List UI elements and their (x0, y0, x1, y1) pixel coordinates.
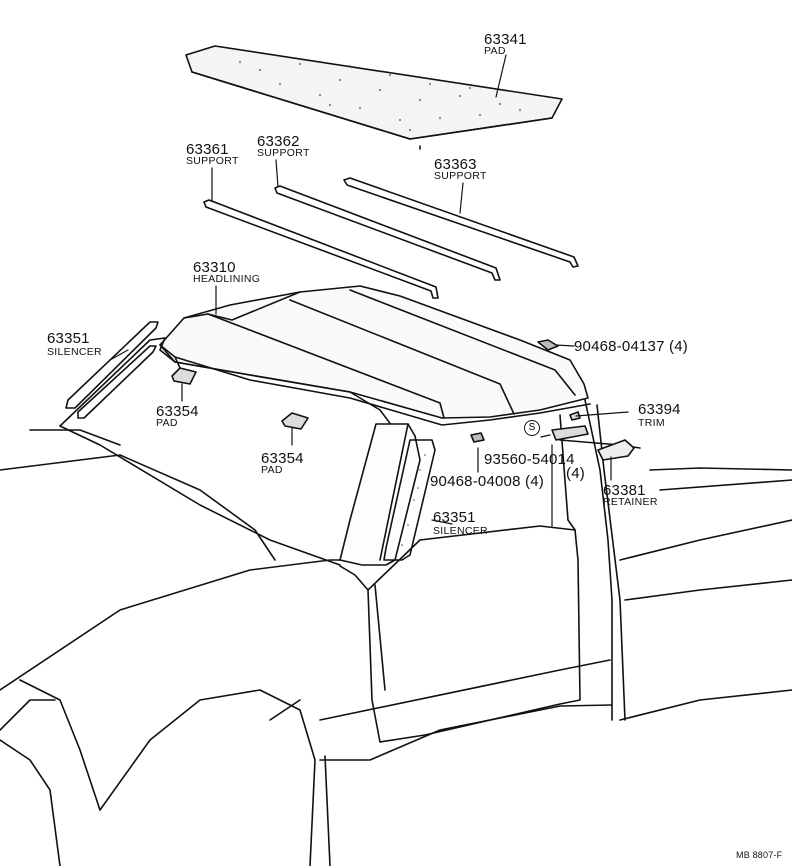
part-number-63310: 63310 (193, 259, 236, 276)
part-number-63351: 63351 (47, 330, 90, 347)
support-rails-drawing (203, 177, 579, 299)
standard-part-symbol: S (524, 420, 540, 436)
part-number-63354: 63354 (261, 450, 304, 467)
quantity-text: (4) (525, 473, 544, 490)
part-number-63361: 63361 (186, 141, 229, 158)
part-name-trim: TRIM (638, 417, 665, 429)
part-name-support: SUPPORT (186, 155, 239, 167)
quantity-text: (4) (669, 338, 688, 355)
pillar-silencer-drawing (339, 423, 436, 566)
part-name-support: SUPPORT (257, 147, 310, 159)
part-number-63351: 63351 (433, 509, 476, 526)
part-number-63394: 63394 (638, 401, 681, 418)
part-number-63381: 63381 (603, 482, 646, 499)
part-name-support: SUPPORT (434, 170, 487, 182)
part-number-text: 90468-04008 (430, 473, 521, 490)
fasteners-drawing (470, 339, 635, 461)
part-number-63354: 63354 (156, 403, 199, 420)
part-name-headlining: HEADLINING (193, 273, 261, 285)
cab-body-drawing (0, 337, 792, 866)
roof-pad-drawing (185, 45, 563, 150)
part-number-90468-04137: 90468-04137 (4) (574, 339, 688, 354)
headlining-drawing (159, 285, 591, 426)
part-name-retainer: RETAINER (603, 496, 658, 508)
part-name-silencer: SILENCER (47, 346, 102, 358)
part-number-90468-04008: 90468-04008 (4) (430, 474, 544, 489)
part-name-silencer: SILENCER (433, 525, 488, 537)
part-number-text: 90468-04137 (574, 338, 665, 355)
part-number-63341: 63341 (484, 31, 527, 48)
sun-pads-drawing (171, 367, 309, 430)
part-number-93560-54014: 93560-54014 (484, 451, 575, 468)
part-name-pad: PAD (261, 464, 283, 476)
part-name-pad: PAD (484, 45, 506, 57)
left-silencer-drawing (65, 321, 159, 419)
part-number-63363: 63363 (434, 156, 477, 173)
quantity-text: (4) (566, 465, 585, 482)
part-number-63362: 63362 (257, 133, 300, 150)
part-name-pad: PAD (156, 417, 178, 429)
leader-lines (109, 54, 629, 527)
figure-code: MB 8807-F (736, 850, 783, 860)
